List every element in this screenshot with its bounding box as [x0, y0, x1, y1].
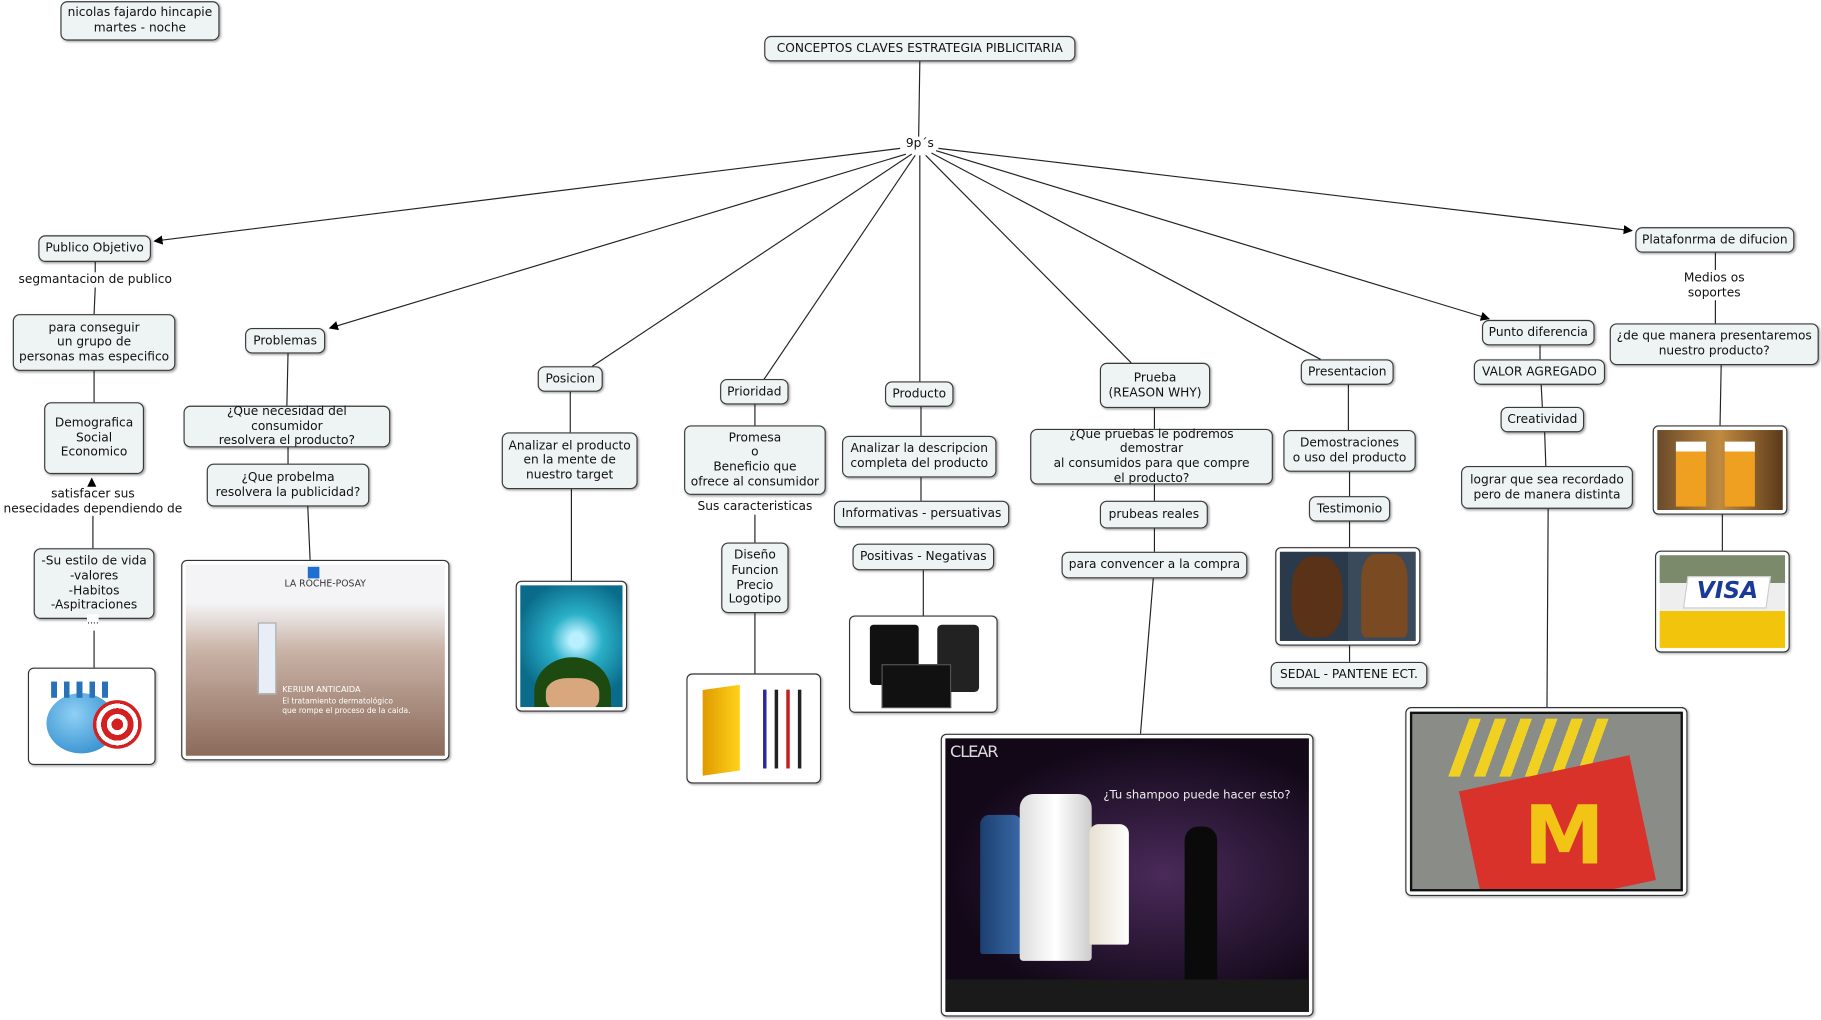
node-demografica[interactable]: Demografica Social Economico: [44, 402, 145, 475]
concept-plataforma-difusion[interactable]: Platafonrma de difucion: [1635, 227, 1795, 253]
image-bic-pens[interactable]: [686, 673, 822, 784]
concept-problemas[interactable]: Problemas: [245, 328, 326, 354]
node-analizar-descripcion[interactable]: Analizar la descripcion completa del pro…: [842, 435, 997, 478]
map-title[interactable]: CONCEPTOS CLAVES ESTRATEGIA PIBLICITARIA: [764, 35, 1076, 62]
image-hair-before-after[interactable]: [1275, 547, 1421, 646]
node-demostraciones[interactable]: Demostraciones o uso del producto: [1283, 430, 1416, 472]
node-estilo-de-vida[interactable]: -Su estilo de vida -valores -Habitos -As…: [33, 548, 155, 619]
clear-logo: CLEAR: [950, 742, 998, 762]
brand-text: LA ROCHE-POSAY: [284, 578, 366, 589]
node-positivas[interactable]: Positivas - Negativas: [852, 543, 995, 571]
image-beer-ad[interactable]: [1652, 425, 1788, 515]
image-clear-shampoo[interactable]: CLEAR ¿Tu shampoo puede hacer esto?: [940, 733, 1314, 1017]
node-que-necesidad[interactable]: ¿Que necesidad del consumidor resolvera …: [183, 405, 391, 448]
concept-prioridad[interactable]: Prioridad: [720, 379, 789, 405]
node-promesa[interactable]: Promesa o Beneficio que ofrece al consum…: [684, 425, 826, 495]
concept-posicion[interactable]: Posicion: [537, 366, 603, 392]
image-mcdonalds-crosswalk[interactable]: M: [1405, 707, 1688, 896]
node-para-conseguir[interactable]: para conseguir un grupo de personas mas …: [12, 314, 176, 371]
node-que-pruebas[interactable]: ¿Que pruebas le podremos demostrar al co…: [1030, 427, 1273, 485]
concept-presentacion[interactable]: Presentacion: [1300, 359, 1394, 385]
image-la-roche-posay[interactable]: LA ROCHE-POSAY KERIUM ANTICAIDA El trata…: [181, 559, 450, 761]
visa-logo: VISA: [1696, 576, 1759, 604]
image-posicion-target[interactable]: [515, 580, 628, 712]
link-sus-caracteristicas: Sus caracteristicas: [697, 499, 813, 515]
node-lograr-recordado[interactable]: lograr que sea recordado pero de manera …: [1461, 465, 1633, 509]
node-informativas[interactable]: Informativas - persuativas: [833, 500, 1010, 528]
node-testimonio[interactable]: Testimonio: [1308, 496, 1391, 522]
tagline-text: El tratamiento dermatológico que rompe e…: [282, 696, 411, 716]
concept-punto-diferencia[interactable]: Punto diferencia: [1481, 319, 1595, 346]
concept-producto[interactable]: Producto: [884, 381, 954, 407]
image-visa-taxi[interactable]: VISA: [1654, 550, 1790, 653]
node-sedal-pantene[interactable]: SEDAL - PANTENE ECT.: [1270, 661, 1428, 689]
clear-headline: ¿Tu shampoo puede hacer esto?: [1103, 789, 1291, 803]
node-creatividad[interactable]: Creatividad: [1500, 406, 1585, 433]
node-valor-agregado[interactable]: VALOR AGREGADO: [1473, 359, 1606, 385]
link-dots: ....: [87, 614, 99, 629]
link-segmentacion: segmantacion de publico: [18, 272, 172, 287]
concept-prueba[interactable]: Prueba (REASON WHY): [1099, 362, 1211, 409]
link-medios-soportes: Medios os soportes: [1660, 271, 1768, 301]
author-note: nicolas fajardo hincapie martes - noche: [60, 1, 220, 41]
arrow-up-icon: [87, 477, 97, 487]
node-que-problema[interactable]: ¿Que probelma resolvera la publicidad?: [206, 463, 370, 507]
image-tablets[interactable]: [848, 615, 998, 713]
node-para-convencer[interactable]: para convencer a la compra: [1061, 551, 1248, 579]
node-pruebas-reales[interactable]: prubeas reales: [1099, 500, 1208, 529]
node-de-que-manera[interactable]: ¿de que manera presentaremos nuestro pro…: [1609, 323, 1819, 366]
product-text: KERIUM ANTICAIDA: [282, 685, 361, 695]
hub-label: 9p´s: [905, 136, 934, 152]
image-target-audience[interactable]: [27, 667, 156, 766]
node-analizar-producto-mente[interactable]: Analizar el producto en la mente de nues…: [501, 432, 638, 490]
node-diseno[interactable]: Diseño Funcion Precio Logotipo: [721, 542, 789, 614]
link-satisfacer: satisfacer sus nesecidades dependiendo d…: [3, 486, 183, 517]
concept-publico-objetivo[interactable]: Publico Objetivo: [38, 235, 151, 262]
